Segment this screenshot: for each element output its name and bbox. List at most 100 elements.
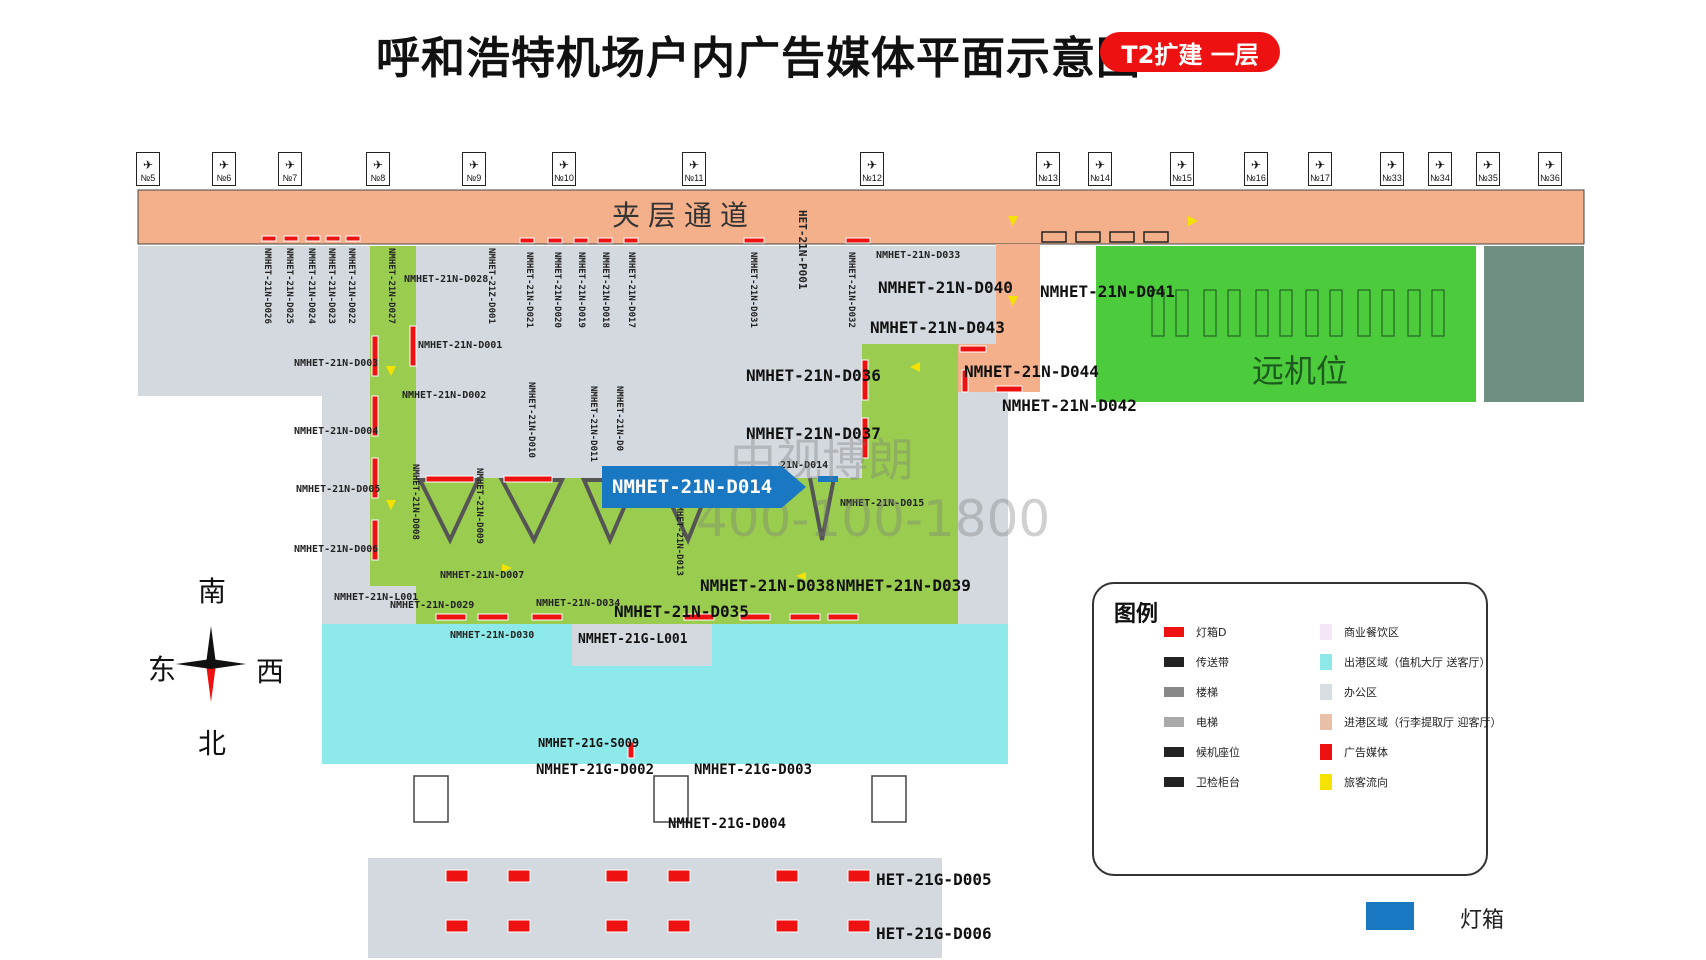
plane-icon: ✈ [558, 158, 570, 172]
legend-item: 出港区域（值机大厅 送客厅） [1320, 654, 1491, 670]
gate-1: ✈№5 [136, 152, 160, 186]
gate-number: №13 [1038, 173, 1058, 183]
legend-swatch [1320, 774, 1332, 790]
plane-icon: ✈ [218, 158, 230, 172]
gate-17: ✈№36 [1538, 152, 1562, 186]
page-title: 呼和浩特机场户内广告媒体平面示意图 [376, 33, 1141, 84]
plane-icon: ✈ [1482, 158, 1494, 172]
ad-label-d025: NMHET-21N-D025 [284, 248, 294, 324]
ad-label-d028: NMHET-21N-D028 [404, 274, 489, 285]
ad-label-d023: NMHET-21N-D023 [326, 248, 336, 324]
legend-item: 卫检柜台 [1164, 774, 1240, 790]
legend-swatch [1320, 714, 1332, 730]
legend-label: 电梯 [1196, 716, 1218, 729]
gate-15: ✈№34 [1428, 152, 1452, 186]
ad-label-d043: NMHET-21N-D043 [870, 318, 1005, 337]
legend-label: 办公区 [1344, 686, 1377, 699]
plane-icon: ✈ [1544, 158, 1556, 172]
ad-label-d034: NMHET-21N-D034 [536, 598, 621, 609]
gate-7: ✈№11 [682, 152, 706, 186]
gate-number: №36 [1540, 173, 1560, 183]
plane-icon: ✈ [1434, 158, 1446, 172]
ad-label-p001: HET-21N-P001 [796, 210, 809, 290]
legend-swatch [1164, 687, 1184, 697]
ad-label-d026: NMHET-21N-D026 [262, 248, 272, 324]
ad-label-d011: NMHET-21N-D011 [588, 386, 598, 462]
compass-south: 南 [198, 575, 227, 608]
ad-label-d036: NMHET-21N-D036 [746, 366, 881, 385]
ad-label-d044: NMHET-21N-D044 [964, 362, 1099, 381]
legend-item: 楼梯 [1164, 684, 1218, 700]
ad-label-d038: NMHET-21N-D038 [700, 576, 835, 595]
gate-number: №10 [554, 173, 574, 183]
ad-label-d035: NMHET-21N-D035 [614, 602, 749, 621]
gate-number: №7 [282, 173, 298, 183]
highlight-callout: NMHET-21N-D014 [602, 466, 806, 508]
ad-label-d022: NMHET-21N-D022 [346, 248, 356, 324]
ad-label-g-d003: NMHET-21G-D003 [694, 762, 813, 778]
legend-swatch [1164, 657, 1184, 667]
gate-5: ✈№9 [462, 152, 486, 186]
ad-label-d009: NMHET-21N-D009 [474, 468, 484, 544]
ad-label-d018: NMHET-21N-D018 [600, 252, 610, 328]
floor-badge: T2扩建 一层 [1100, 32, 1280, 72]
legend-item: 商业餐饮区 [1320, 624, 1399, 640]
compass-east: 东 [148, 653, 177, 686]
gate-number: №9 [466, 173, 482, 183]
ad-label-d020: NMHET-21N-D020 [552, 252, 562, 328]
legend-label: 旅客流向 [1344, 776, 1388, 789]
ad-label-d001-v: NMHET-21Z-D001 [486, 248, 496, 324]
gate-2: ✈№6 [212, 152, 236, 186]
legend-title: 图例 [1114, 602, 1159, 627]
legend-item: 电梯 [1164, 714, 1218, 730]
gate-9: ✈№13 [1036, 152, 1060, 186]
gate-number: №12 [862, 173, 882, 183]
gate-8: ✈№12 [860, 152, 884, 186]
plane-icon: ✈ [1176, 158, 1188, 172]
mezzanine-label: 夹层通道 [612, 199, 757, 232]
plane-icon: ✈ [688, 158, 700, 172]
legend-swatch [1320, 654, 1332, 670]
legend-swatch [1164, 747, 1184, 757]
ad-label-d015: NMHET-21N-D015 [840, 498, 925, 509]
legend-label: 商业餐饮区 [1344, 626, 1399, 639]
ad-label-g-s009: NMHET-21G-S009 [538, 736, 640, 750]
gate-3: ✈№7 [278, 152, 302, 186]
legend-label: 出港区域（值机大厅 送客厅） [1344, 656, 1491, 669]
ad-label-d005: NMHET-21N-D005 [296, 484, 381, 495]
ad-label-d030: NMHET-21N-D030 [450, 630, 535, 641]
legend-label: 卫检柜台 [1196, 776, 1240, 789]
gate-6: ✈№10 [552, 152, 576, 186]
key-label: 灯箱 [1460, 908, 1505, 933]
plane-icon: ✈ [866, 158, 878, 172]
plane-icon: ✈ [1094, 158, 1106, 172]
ad-label-l001: NMHET-21N-L001 [334, 592, 419, 603]
gate-10: ✈№14 [1088, 152, 1112, 186]
compass-west: 西 [256, 655, 285, 688]
ad-label-d040: NMHET-21N-D040 [878, 278, 1013, 297]
ad-label-d037: NMHET-21N-D037 [746, 424, 881, 443]
gate-number: №15 [1172, 173, 1192, 183]
legend-label: 灯箱D [1196, 626, 1227, 639]
plane-icon: ✈ [1314, 158, 1326, 172]
legend-swatch [1164, 777, 1184, 787]
plane-icon: ✈ [284, 158, 296, 172]
ad-label-d027: NMHET-21N-D027 [386, 248, 396, 324]
legend-item: 进港区域（行李提取厅 迎客厅） [1320, 714, 1502, 730]
legend-label: 候机座位 [1196, 746, 1240, 759]
ad-label-d019: NMHET-21N-D019 [576, 252, 586, 328]
ad-label-d039: NMHET-21N-D039 [836, 576, 971, 595]
legend-swatch [1164, 627, 1184, 637]
arrival-zone-right [862, 344, 958, 624]
legend-item: 办公区 [1320, 684, 1377, 700]
ad-label-d010: NMHET-21N-D010 [526, 382, 536, 458]
gate-number: №35 [1478, 173, 1498, 183]
gate-number: №8 [370, 173, 386, 183]
ad-label-d008: NMHET-21N-D008 [410, 464, 420, 540]
gate-number: №14 [1090, 173, 1110, 183]
ad-label-g-l001: NMHET-21G-L001 [578, 632, 688, 647]
legend-swatch [1320, 624, 1332, 640]
gate-11: ✈№15 [1170, 152, 1194, 186]
highlight-box [818, 476, 838, 482]
